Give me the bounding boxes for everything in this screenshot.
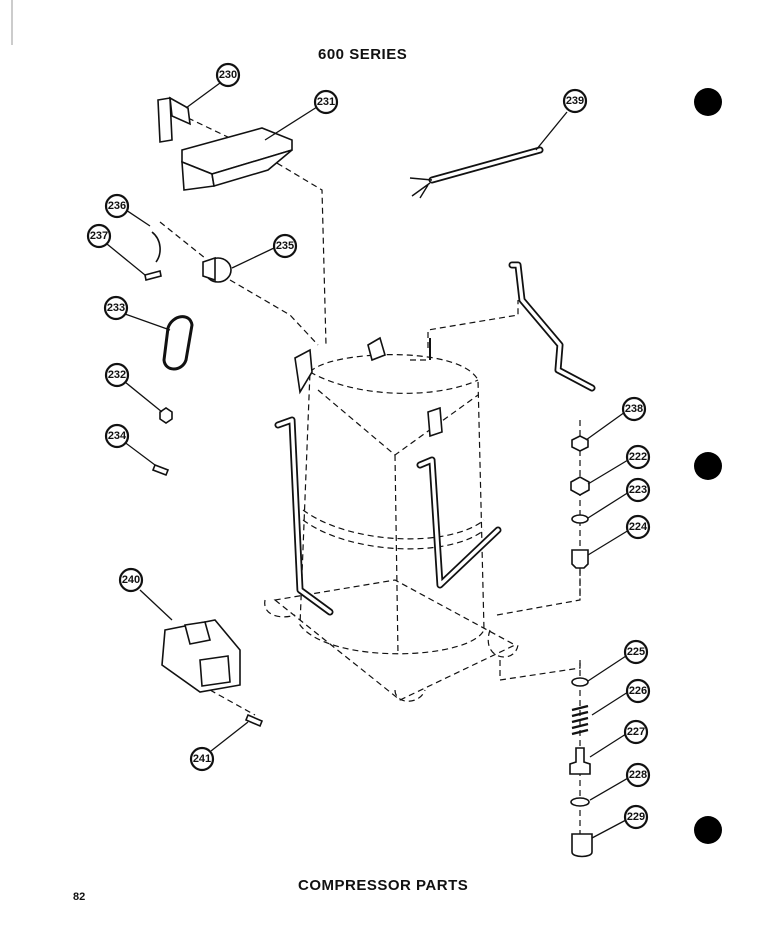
- callout-233: 233: [103, 295, 129, 321]
- screw-relay-part: [244, 713, 264, 728]
- callout-224: 224: [625, 514, 651, 540]
- callout-223: 223: [625, 477, 651, 503]
- callout-235: 235: [272, 233, 298, 259]
- wire-harness-part: [409, 146, 544, 199]
- leader-lines: [106, 82, 630, 839]
- section-title: COMPRESSOR PARTS: [298, 877, 469, 894]
- callout-229: 229: [623, 804, 649, 830]
- callout-234: 234: [104, 423, 130, 449]
- callout-label: 222: [629, 451, 647, 463]
- callout-label: 225: [627, 646, 645, 658]
- callout-237: 237: [86, 223, 112, 249]
- callout-label: 233: [107, 302, 125, 314]
- callout-label: 235: [276, 240, 294, 252]
- page-title: 600 SERIES: [318, 46, 408, 63]
- callout-239: 238: [621, 396, 647, 422]
- callout-label: 232: [108, 369, 126, 381]
- callout-label: 238: [625, 403, 643, 415]
- callout-241: 241: [189, 746, 215, 772]
- cover-part: [181, 127, 293, 191]
- callout-label: 227: [627, 726, 645, 738]
- callout-label: 240: [122, 574, 140, 586]
- callout-label: 229: [627, 811, 645, 823]
- callout-232: 232: [104, 362, 130, 388]
- gasket-part: [162, 315, 194, 371]
- callout-240: 240: [118, 567, 144, 593]
- screw-small-part: [151, 463, 170, 477]
- bracket-part: [157, 96, 191, 143]
- callout-label: 228: [629, 769, 647, 781]
- callout-label: 231: [317, 96, 335, 108]
- callout-226: 226: [625, 678, 651, 704]
- callout-225: 225: [623, 639, 649, 665]
- callout-label: 241: [193, 753, 211, 765]
- callout-227: 227: [623, 719, 649, 745]
- callout-label: 226: [629, 685, 647, 697]
- callout-238: 239: [562, 88, 588, 114]
- callout-label: 230: [219, 69, 237, 81]
- callout-label: 236: [108, 200, 126, 212]
- compressor-body: [264, 261, 596, 702]
- callout-label: 223: [629, 484, 647, 496]
- callout-label: 234: [108, 430, 127, 442]
- callout-label: 239: [566, 95, 584, 107]
- nut-part: [159, 407, 173, 424]
- callout-222: 222: [625, 444, 651, 470]
- screw-part: [144, 270, 162, 281]
- binder-holes: [694, 88, 722, 844]
- capacitor-part: [202, 256, 232, 283]
- assembly-guide-lines: [159, 117, 581, 852]
- callout-228: 228: [625, 762, 651, 788]
- callout-231: 231: [313, 89, 339, 115]
- callout-236: 236: [104, 193, 130, 219]
- callout-label: 224: [629, 521, 648, 533]
- clip-part: [151, 231, 161, 263]
- callout-label: 237: [90, 230, 108, 242]
- page-number: 82: [73, 891, 86, 903]
- callout-230: 230: [215, 62, 241, 88]
- relay-part: [161, 619, 241, 693]
- mounting-hardware-stack: [569, 435, 593, 858]
